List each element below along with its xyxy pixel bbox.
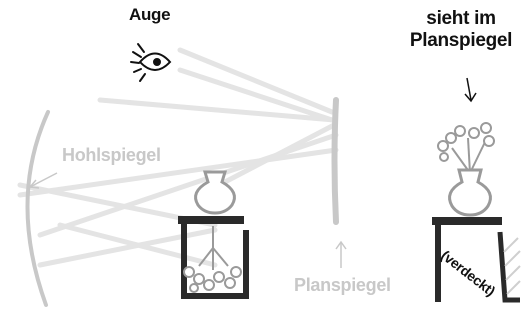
flower-bouquet-icon <box>437 122 495 174</box>
eye-icon <box>130 43 172 82</box>
sees-in-plane-mirror-label: sieht im Planspiegel <box>398 8 524 52</box>
hatching <box>503 237 521 295</box>
planspiegel-arrow-icon <box>335 240 347 268</box>
concave-mirror <box>25 110 50 307</box>
plane-mirror <box>331 97 339 225</box>
sieht-arrow-icon <box>464 77 477 103</box>
middle-table <box>178 170 249 299</box>
eye-label: Auge <box>129 5 171 24</box>
plane-mirror-label: Planspiegel <box>294 275 391 295</box>
hohlspiegel-arrow-icon <box>28 172 58 189</box>
sees-line-1: sieht im <box>426 8 496 29</box>
table-top <box>178 216 244 224</box>
concave-mirror-label: Hohlspiegel <box>62 145 161 165</box>
right-table <box>432 122 521 303</box>
light-rays <box>17 47 339 268</box>
sees-line-2: Planspiegel <box>409 30 513 51</box>
vase-icon <box>194 170 236 215</box>
table-frame <box>181 224 249 299</box>
vase-icon <box>448 168 492 217</box>
inverted-flower-bouquet-icon <box>183 226 242 293</box>
table-top <box>432 217 502 225</box>
table-frame-hatched <box>497 231 520 303</box>
